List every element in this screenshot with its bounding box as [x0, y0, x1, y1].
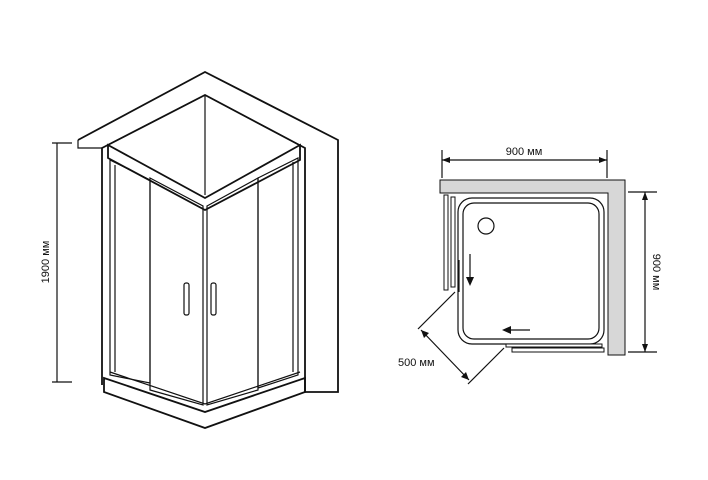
depth-dimension: 900 мм	[628, 191, 662, 353]
depth-label: 900 мм	[650, 254, 662, 291]
tray-outer	[457, 197, 605, 345]
bottom-fixed-glass	[511, 347, 605, 353]
wall-inner-corner	[101, 94, 306, 195]
down-arrow-icon	[466, 254, 474, 286]
wall-back-edges	[77, 140, 102, 149]
width-dimension: 900 мм	[441, 146, 608, 178]
tray-inner-edge	[109, 371, 301, 405]
door-opening-dimension: 500 мм	[398, 291, 505, 385]
height-dimension: 1900 мм	[40, 142, 72, 383]
wall-outline	[77, 70, 339, 393]
right-door-handle	[210, 282, 217, 316]
tray-inner	[462, 202, 600, 340]
door-opening-label: 500 мм	[398, 357, 435, 369]
left-sliding-glass	[450, 196, 456, 288]
left-sliding-door	[149, 177, 204, 406]
left-door-handle	[183, 282, 190, 316]
enclosure-top-frame	[107, 143, 301, 212]
width-label: 900 мм	[506, 146, 543, 158]
height-label: 1900 мм	[40, 241, 52, 284]
left-fixed-panel	[109, 159, 151, 384]
shower-tray	[103, 376, 306, 429]
right-fixed-panel	[257, 157, 299, 389]
right-sliding-door	[206, 176, 259, 406]
isometric-view: 1900 мм	[40, 70, 339, 429]
plan-view: 900 мм 900 мм	[398, 146, 662, 385]
wall-l-shape	[439, 179, 626, 356]
left-arrow-icon	[502, 326, 530, 334]
bottom-sliding-glass	[505, 343, 603, 348]
drain-icon	[477, 217, 495, 235]
left-fixed-glass	[443, 194, 449, 291]
